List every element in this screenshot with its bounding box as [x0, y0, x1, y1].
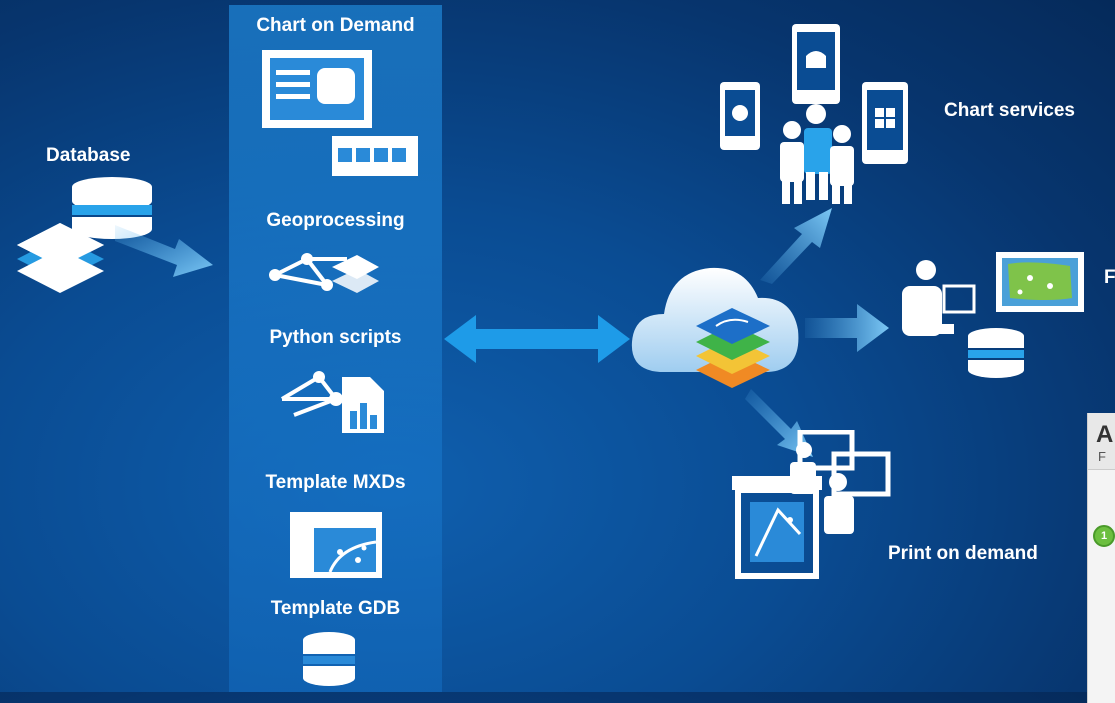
panel-item-template-gdb: Template GDB	[270, 598, 401, 619]
panel-item-geoprocessing: Geoprocessing	[266, 210, 405, 231]
panel-item-chart-on-demand: Chart on Demand	[256, 15, 415, 36]
arrow-db-to-panel	[115, 225, 213, 277]
partial-label: F	[1104, 267, 1115, 288]
map-template-icon	[290, 512, 382, 578]
window-subtitle: F	[1098, 449, 1106, 464]
step-badge[interactable]: 1	[1093, 525, 1115, 547]
print-icon	[732, 430, 891, 579]
cloud-layers-icon	[631, 267, 799, 388]
arrow-to-workstation	[805, 304, 889, 352]
app-window-partial: A F 1	[1087, 413, 1115, 703]
geoprocessing-icon	[269, 253, 379, 293]
double-arrow	[444, 315, 630, 363]
panel-item-template-mxds: Template MXDs	[265, 472, 406, 493]
arrow-to-print	[745, 389, 813, 457]
python-script-icon	[280, 371, 384, 433]
panel-item-python-scripts: Python scripts	[269, 327, 402, 348]
chart-services-label: Chart services	[944, 100, 1075, 121]
cylinder-icon	[303, 632, 355, 686]
services-panel: Chart on Demand Geoprocessing Python scr…	[229, 5, 442, 692]
server-screen-icon	[262, 50, 418, 176]
print-on-demand-label: Print on demand	[888, 543, 1038, 564]
database-label: Database	[46, 145, 131, 166]
window-header: A F	[1088, 413, 1115, 470]
workstation-icon	[902, 252, 1084, 378]
window-title: A	[1096, 421, 1114, 448]
arrow-to-chart-services	[760, 208, 832, 284]
database-stack-icon	[17, 177, 152, 293]
mobile-devices-icon	[720, 24, 908, 204]
